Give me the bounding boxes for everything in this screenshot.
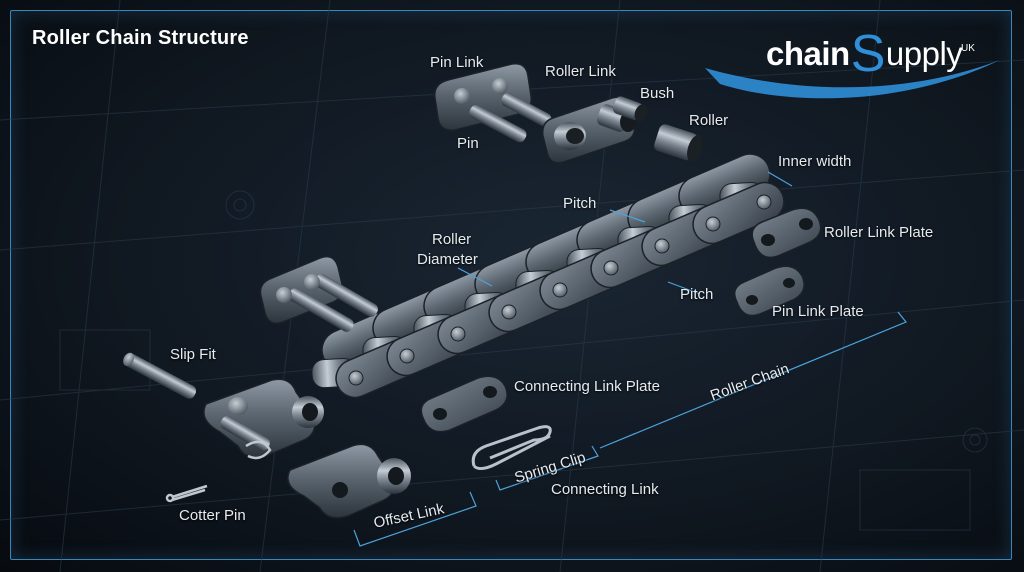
roller-link-part: [541, 96, 636, 164]
connecting-link-pins-part: [259, 255, 378, 332]
label-slip-fit: Slip Fit: [170, 346, 216, 363]
label-pin-link-plate: Pin Link Plate: [772, 303, 864, 320]
slip-fit-pin-part: [123, 352, 197, 399]
label-roller-link-plate: Roller Link Plate: [824, 224, 934, 241]
bush-part: [612, 96, 648, 122]
label-pin-link: Pin Link: [430, 54, 484, 71]
logo-swoosh: [705, 60, 1000, 99]
label-pitch-top: Pitch: [563, 195, 597, 212]
label-roller-diameter-line1: Roller: [432, 231, 472, 248]
label-pin: Pin: [457, 135, 479, 152]
chain-pin-head: [399, 348, 415, 364]
chain-pin-head: [654, 238, 670, 254]
label-connecting-link: Connecting Link: [551, 481, 659, 498]
cotter-pin-part: [165, 484, 208, 503]
blueprint-frame: [10, 10, 1012, 560]
roller-link-plate-part: [751, 207, 822, 259]
pin-link-plate-part: [733, 265, 805, 317]
chain-pin-head: [756, 194, 772, 210]
chain-pin-head: [348, 370, 364, 386]
label-inner-width: Inner width: [778, 153, 852, 170]
dimension-lines: [353, 171, 907, 547]
logo-part-chain: chain: [766, 35, 850, 72]
label-cotter-pin: Cotter Pin: [179, 507, 246, 524]
logo-letter-s: S: [850, 25, 886, 83]
chain-pin-head: [552, 282, 568, 298]
brand-logo: chainSupply: [766, 24, 963, 84]
offset-link-part-upper: [203, 378, 324, 460]
label-pitch-bottom: Pitch: [680, 286, 714, 303]
chain-pin-head: [501, 304, 517, 320]
chain-pin-head: [450, 326, 466, 342]
label-roller-link: Roller Link: [545, 63, 616, 80]
label-roller: Roller: [689, 112, 729, 129]
pin-link-part: [434, 63, 552, 143]
roller-chain-assembly: [311, 153, 785, 399]
connecting-link-plate-part: [420, 375, 508, 433]
logo-suffix: UK: [961, 43, 975, 54]
offset-link-part-lower: [287, 443, 411, 519]
spring-clip-part: [471, 425, 552, 471]
logo-part-supply: upply: [885, 35, 963, 72]
label-bush: Bush: [640, 85, 675, 102]
label-connecting-link-plate: Connecting Link Plate: [514, 378, 660, 395]
chain-pin-head: [603, 260, 619, 276]
chain-pin-head: [705, 216, 721, 232]
label-roller-diameter-line2: Diameter: [417, 251, 478, 268]
diagram-title: Roller Chain Structure: [32, 27, 249, 49]
roller-part: [654, 124, 703, 162]
